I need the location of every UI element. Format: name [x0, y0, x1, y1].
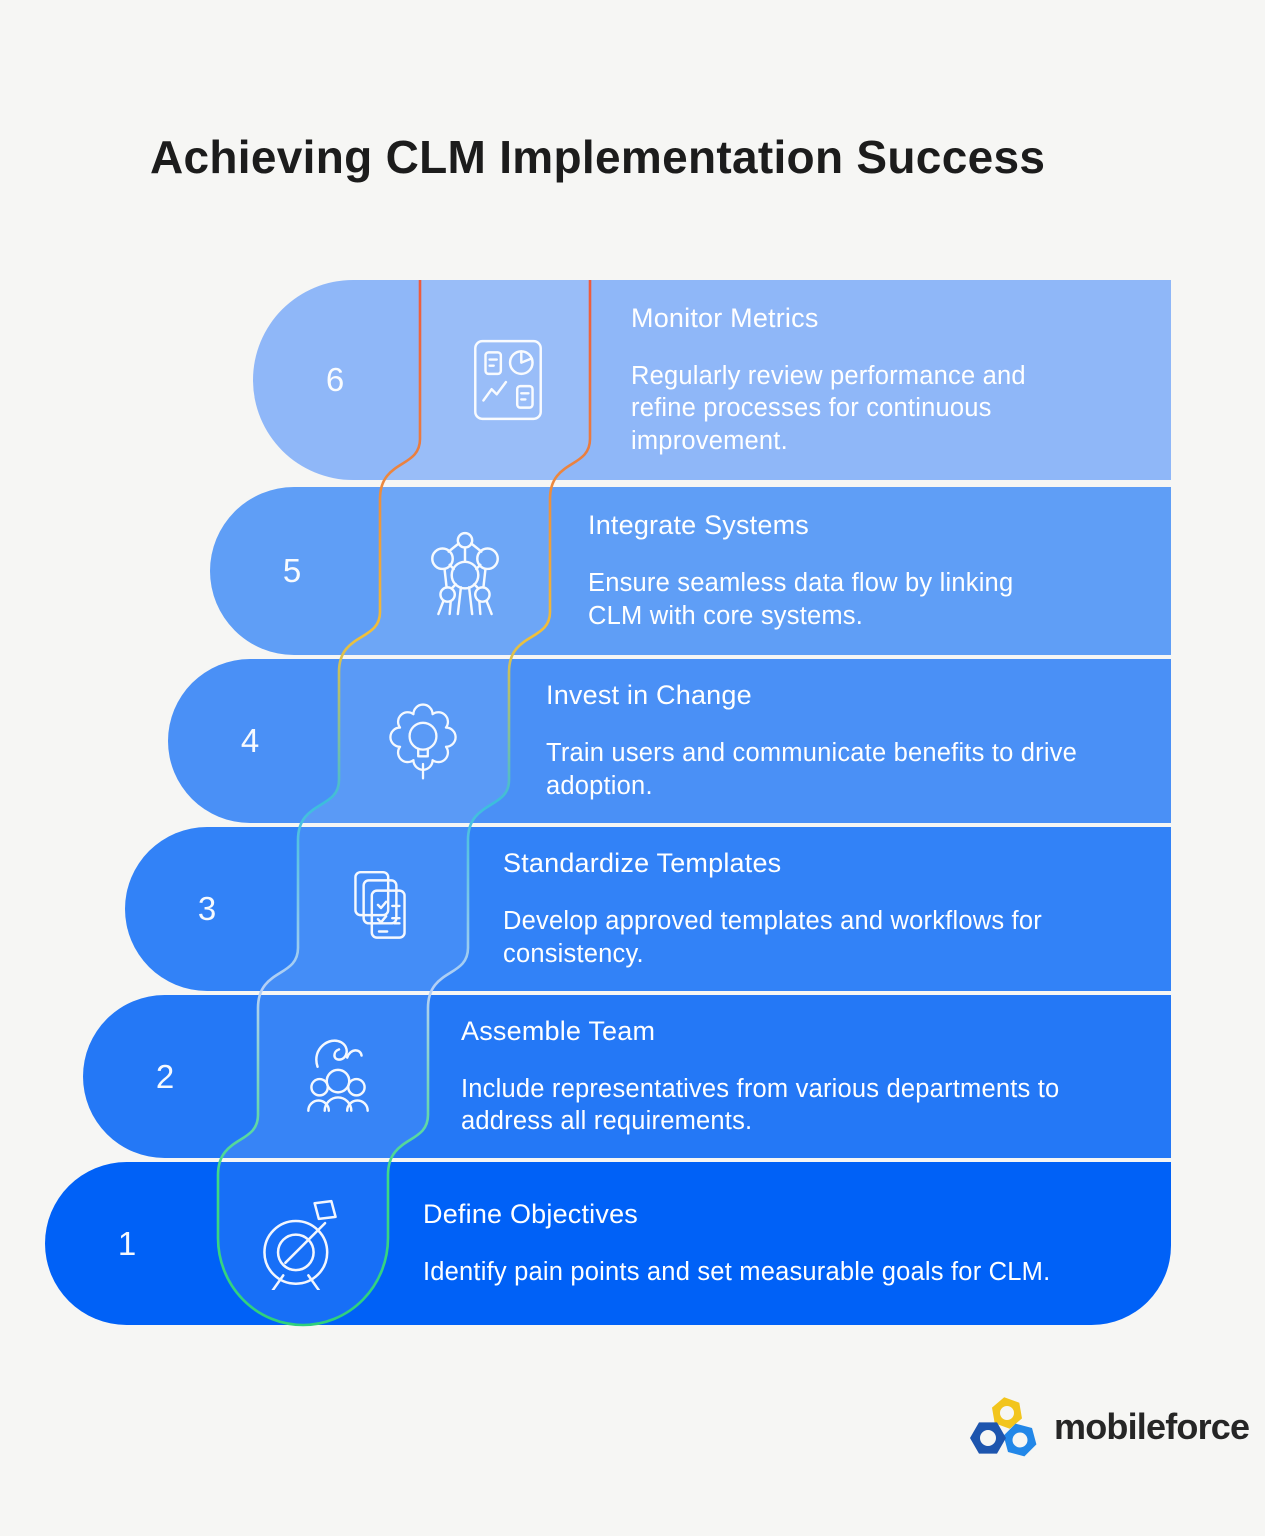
page-title: Achieving CLM Implementation Success: [150, 131, 1046, 183]
step-description: Include representatives from various dep…: [461, 1074, 1060, 1135]
step-title: Standardize Templates: [503, 848, 782, 879]
mobileforce-logo: mobileforce: [966, 1392, 1250, 1462]
gear-lightbulb-icon: [377, 695, 469, 787]
step-row-4: 4 Invest in Change Train users and commu…: [168, 659, 1171, 823]
step-number: 5: [282, 552, 302, 589]
step-description: Ensure seamless data flow by linking CLM…: [588, 569, 1014, 630]
step-number: 3: [197, 890, 217, 927]
logo-text: mobileforce: [1054, 1406, 1250, 1447]
step-title: Invest in Change: [546, 680, 752, 711]
team-people-icon: [292, 1031, 384, 1123]
step-number: 6: [325, 361, 345, 398]
step-row-1: 1 Define Objectives Identify pain points…: [45, 1162, 1171, 1325]
network-nodes-icon: [419, 525, 511, 617]
step-row-2: 2 Assemble Team Include representatives …: [83, 995, 1171, 1158]
step-row-3: 3 Standardize Templates Develop approved…: [125, 827, 1171, 991]
step-title: Define Objectives: [423, 1198, 638, 1229]
step-number: 4: [240, 722, 260, 759]
step-number: 2: [155, 1057, 175, 1095]
dashboard-metrics-icon: [462, 334, 554, 426]
step-description: Develop approved templates and workflows…: [503, 907, 1042, 968]
step-row-5: 5 Integrate Systems Ensure seamless data…: [210, 487, 1171, 655]
step-description: Train users and communicate benefits to …: [546, 739, 1078, 800]
step-description: Regularly review performance and refine …: [631, 362, 1026, 455]
step-title: Integrate Systems: [588, 510, 809, 541]
step-title: Assemble Team: [461, 1015, 656, 1046]
mobileforce-hexagons-icon: [970, 1397, 1037, 1457]
step-row-6: 6 Monitor Metrics Regularly review perfo…: [253, 280, 1171, 480]
templates-documents-icon: [334, 863, 426, 955]
step-title: Monitor Metrics: [631, 303, 819, 334]
step-description: Identify pain points and set measurable …: [423, 1257, 1051, 1286]
target-arrow-icon: [254, 1198, 346, 1290]
step-number: 1: [117, 1224, 137, 1262]
